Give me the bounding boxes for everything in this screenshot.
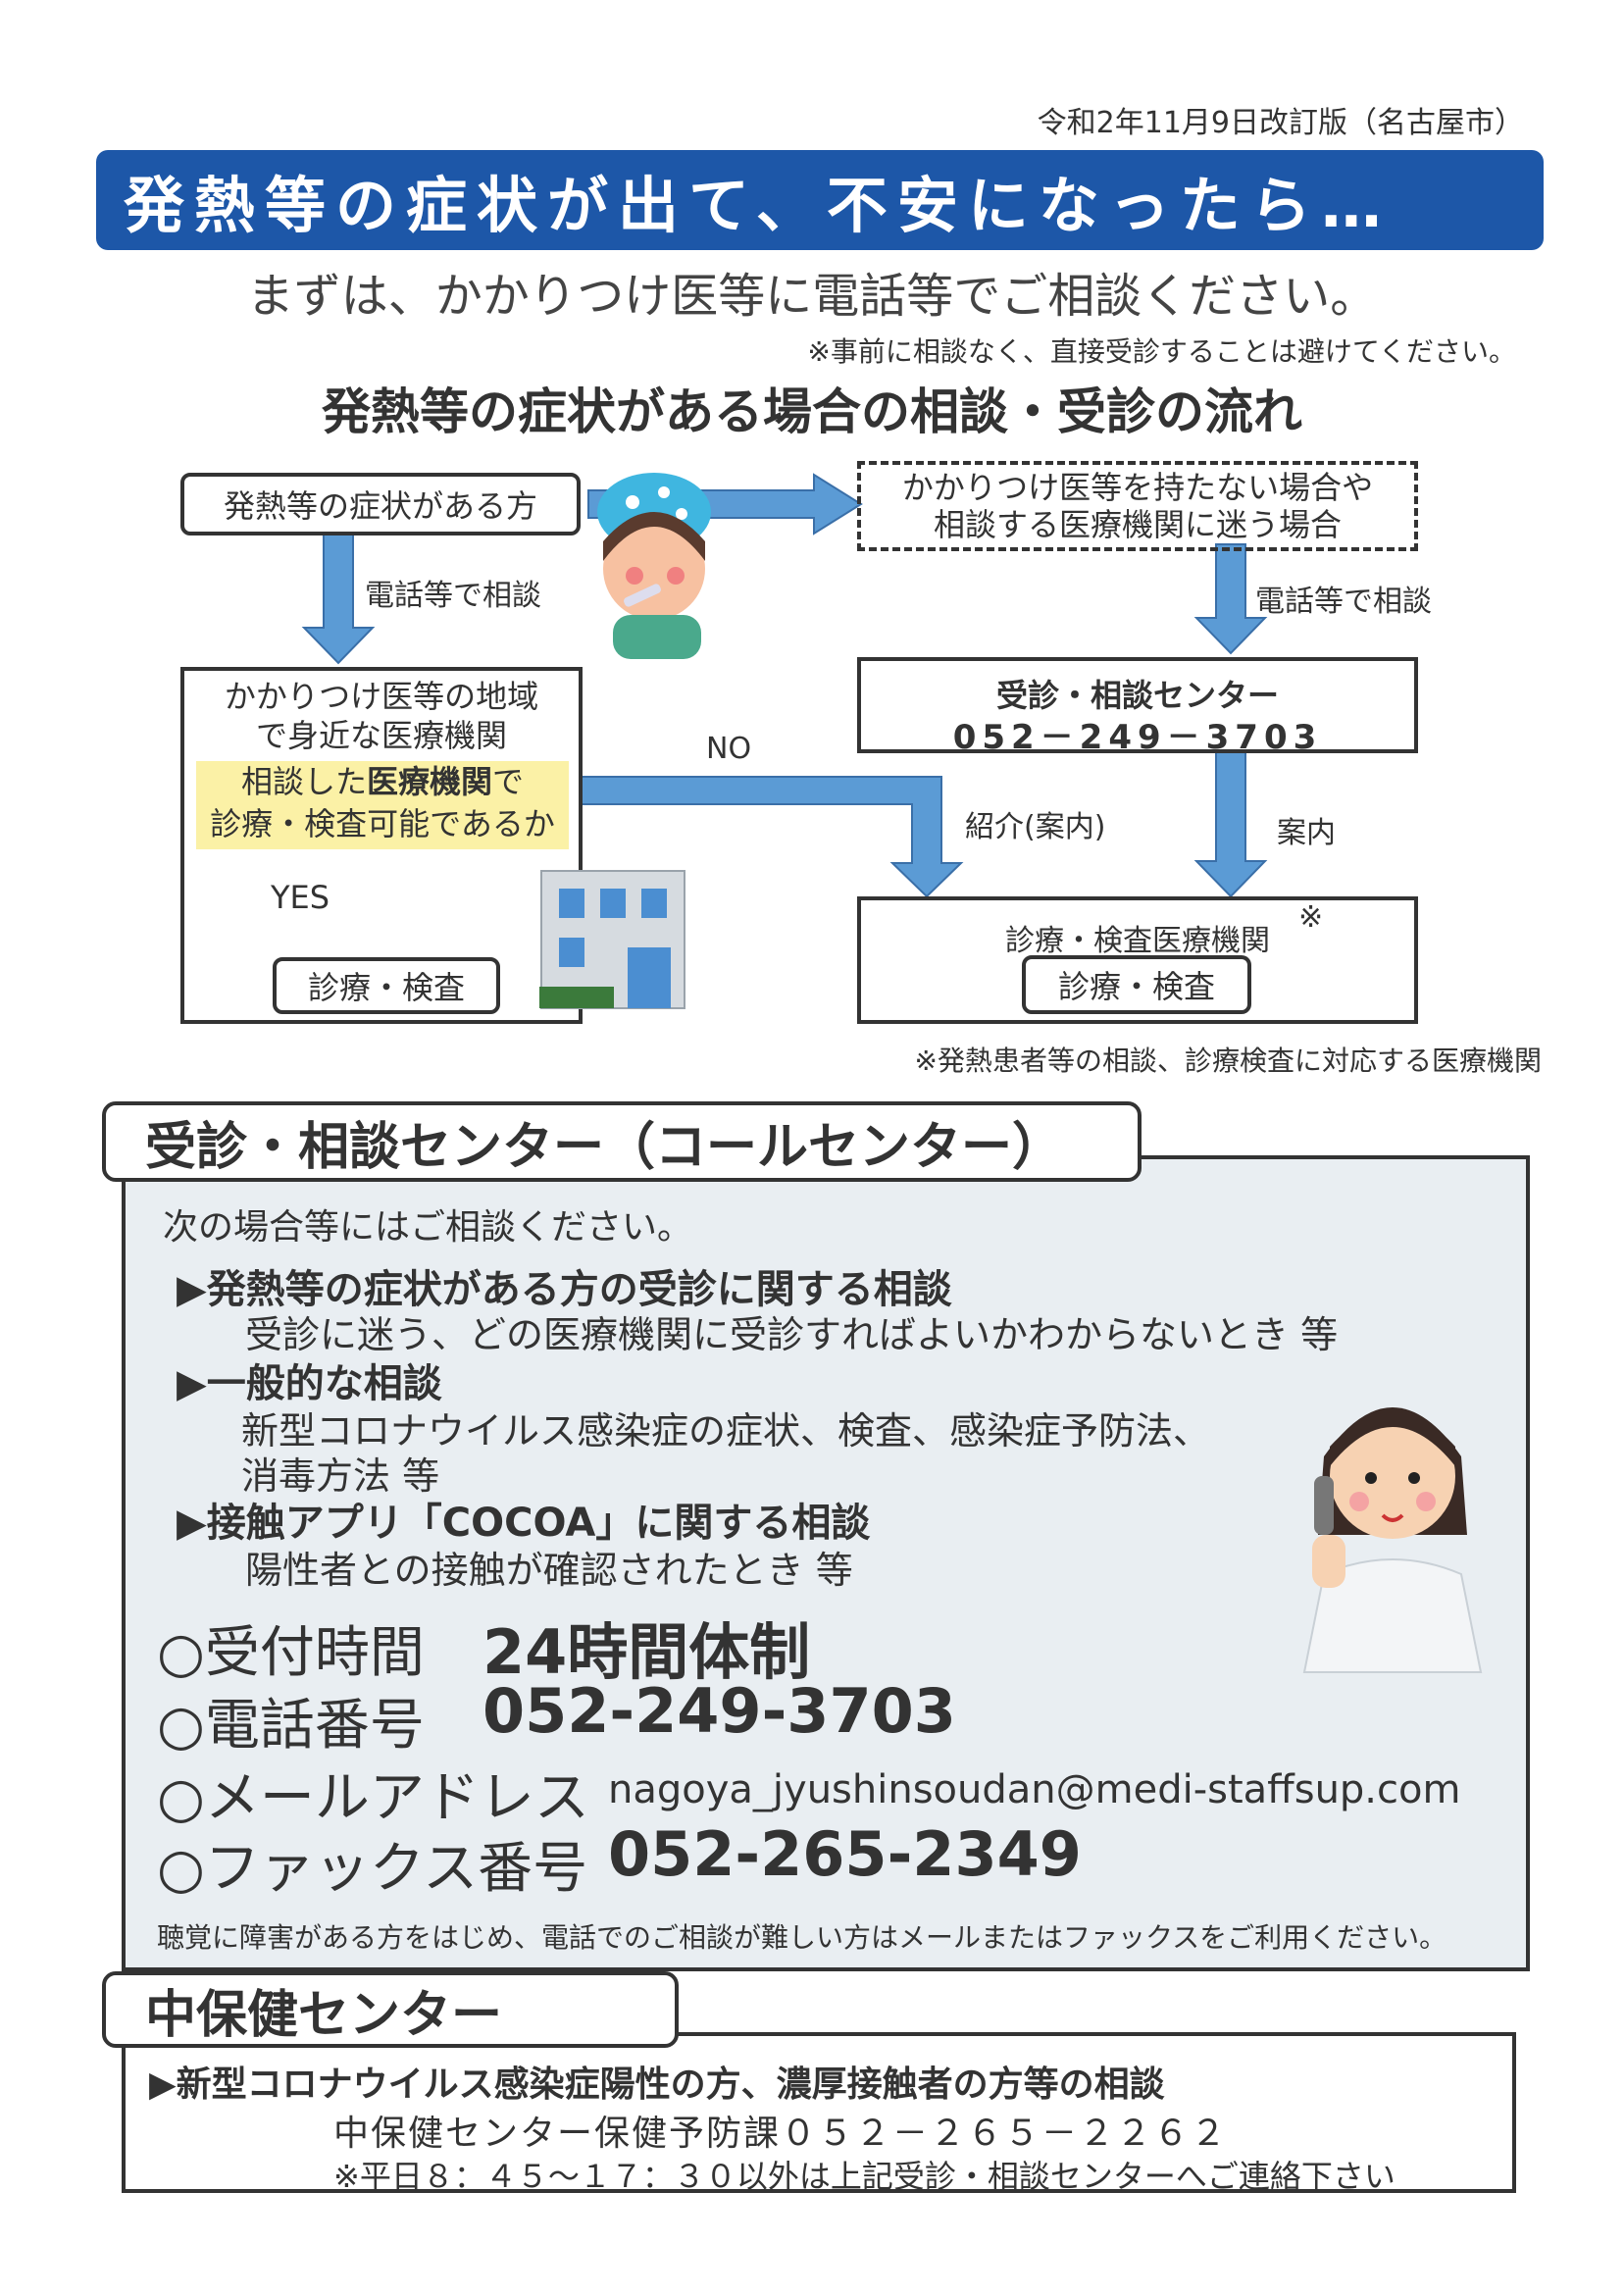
local-clinic-title: かかりつけ医等の地域 で身近な医療機関 [184,677,579,755]
flow-title: 発熱等の症状がある場合の相談・受診の流れ [322,383,1302,440]
health-center-tab: 中保健センター [102,1971,679,2048]
no-doctor-line1: かかりつけ医等を持たない場合や [901,468,1374,506]
guide-label: 案内 [1277,816,1336,850]
yes-label: YES [271,879,330,916]
item-1-heading: ▶発熱等の症状がある方の受診に関する相談 [177,1267,952,1312]
hours-label: ○受付時間 [157,1621,425,1685]
consult-center-phone: 052－249－3703 [952,718,1323,757]
question-bold: 医療機関 [366,763,492,800]
mail-value[interactable]: nagoya_jyushinsoudan@medi-staffsup.com [608,1767,1461,1812]
fax-label: ○ファックス番号 [157,1837,588,1901]
arrow-down-left [301,534,376,665]
clinic-building-illustration [539,870,685,1009]
direct-visit-note: ※事前に相談なく、直接受診することは避けてください。 [807,335,1516,368]
no-label: NO [706,732,752,766]
arrow-no-path [576,776,964,898]
no-doctor-line2: 相談する医療機関に迷う場合 [933,506,1342,543]
question-suffix: で [492,763,525,800]
exam-institution-title: 診療・検査医療機関 [1005,924,1270,958]
question-prefix: 相談した [240,763,367,800]
phone-consult-right: 電話等で相談 [1255,585,1432,619]
item-3-line1: 陽性者との接触が確認されたとき 等 [245,1549,853,1592]
fax-value: 052-265-2349 [608,1818,1082,1890]
health-center-contact[interactable]: 中保健センター保健予防課０５２－２６５－２２６２ [333,2114,1229,2154]
mail-label: ○メールアドレス [157,1766,589,1830]
item-1-line1: 受診に迷う、どの医療機関に受診すればよいかわからないとき 等 [245,1313,1339,1356]
exam-question: 相談した医療機関で 診療・検査可能であるか [196,761,569,849]
exam-right-box: 診療・検査 [1022,955,1251,1014]
hours-value: 24時間体制 [482,1616,811,1688]
flow-footnote: ※発熱患者等の相談、診療検査に対応する医療機関 [914,1045,1542,1077]
call-center-tab: 受診・相談センター（コールセンター） [102,1101,1142,1182]
local-line1: かかりつけ医等の地域 [224,678,539,715]
local-clinic-box: かかりつけ医等の地域 で身近な医療機関 相談した医療機関で 診療・検査可能である… [180,667,583,1024]
accessibility-notice: 聴覚に障害がある方をはじめ、電話でのご相談が難しい方はメールまたはファックスをご… [157,1921,1447,1954]
phone-label: ○電話番号 [157,1694,425,1758]
call-center-intro: 次の場合等にはご相談ください。 [163,1207,693,1248]
title-banner: 発熱等の症状が出て、不安になったら… [96,150,1544,250]
referral-label: 紹介(案内) [965,810,1106,844]
exam-institution-box: 診療・検査医療機関 ※ 診療・検査 [857,896,1418,1024]
flow-arrows [301,473,1268,949]
local-line2: で身近な医療機関 [255,717,507,754]
health-center-hours-note: ※平日８：４５～１７：３０以外は上記受診・相談センターへご連絡下さい [333,2158,1396,2195]
lead-text: まずは、かかりつけ医等に電話等でご相談ください。 [246,269,1378,324]
no-doctor-box: かかりつけ医等を持たない場合や 相談する医療機関に迷う場合 [857,461,1418,551]
health-center-heading: ▶新型コロナウイルス感染症陽性の方、濃厚接触者の方等の相談 [149,2065,1165,2105]
revision-date: 令和2年11月9日改訂版（名古屋市） [1037,106,1524,140]
exam-left-box: 診療・検査 [273,957,500,1014]
operator-illustration [1302,1407,1483,1673]
health-center-panel [122,2032,1516,2193]
item-2-line2: 消毒方法 等 [241,1454,440,1498]
consult-center-box: 受診・相談センター 052－249－3703 [857,657,1418,757]
exam-institution-mark: ※ [1298,900,1324,935]
phone-consult-left: 電話等で相談 [365,579,541,613]
arrow-guide [1193,751,1268,898]
phone-value[interactable]: 052-249-3703 [482,1675,956,1747]
call-center-panel [122,1155,1530,1971]
arrow-down-right [1193,543,1268,655]
consult-center-title: 受診・相談センター [995,677,1279,714]
item-3-heading: ▶接触アプリ「COCOA」に関する相談 [177,1501,871,1546]
sick-person-illustration [597,473,711,659]
question-line2: 診療・検査可能であるか [210,805,555,843]
item-2-line1: 新型コロナウイルス感染症の症状、検査、感染症予防法、 [241,1409,1211,1453]
banner-title: 発熱等の症状が出て、不安になったら… [124,170,1392,241]
item-2-heading: ▶一般的な相談 [177,1361,442,1406]
start-box: 発熱等の症状がある方 [180,473,581,535]
